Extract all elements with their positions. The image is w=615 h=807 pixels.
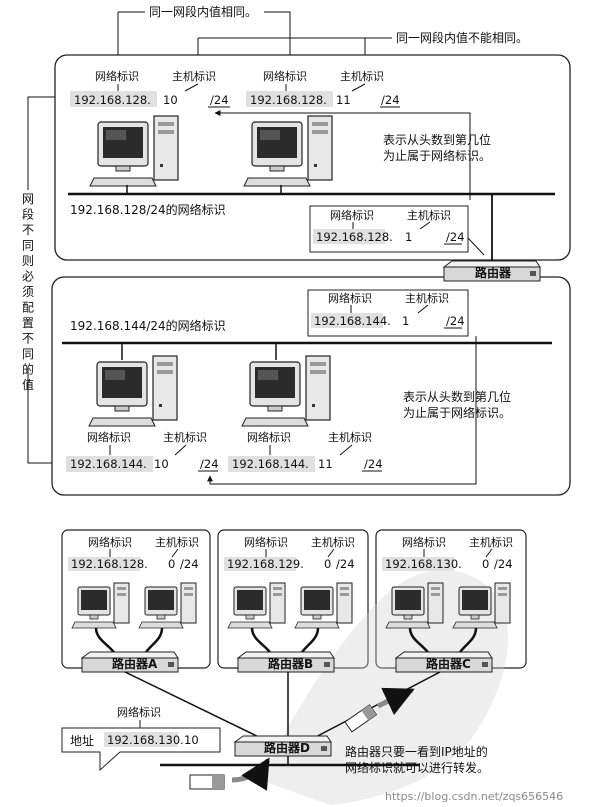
seg2-host-b-ip: 192.168.144.: [232, 457, 309, 471]
router-label: 路由器: [475, 265, 512, 280]
net-label: 网络标识: [95, 69, 139, 83]
packet-host: 10: [184, 733, 199, 747]
seg2-prefix-note-2: 为止属于网络标识。: [403, 405, 511, 420]
router-d-label: 路由器D: [264, 740, 310, 755]
net-c-ip: 192.168.130.: [385, 557, 462, 571]
seg2-host-b-host: 11: [318, 457, 333, 471]
seg2-prefix-note-1: 表示从头数到第几位: [403, 389, 511, 404]
seg1-name: 192.168.128/24的网络标识: [70, 202, 226, 217]
host-label: 主机标识: [172, 69, 216, 83]
net-label: 网络标识: [87, 430, 131, 444]
net-b-prefix: /24: [336, 557, 355, 571]
note-different-value: 同一网段内值不能相同。: [396, 30, 528, 45]
host-label: 主机标识: [405, 291, 449, 305]
watermark-url: https://blog.csdn.net/zqs656546: [385, 790, 563, 803]
seg1-router-if-ip: 192.168.128.: [316, 230, 393, 244]
seg2-host-a-prefix: /24: [200, 457, 219, 471]
seg2-host-a-ip: 192.168.144.: [70, 457, 147, 471]
net-c-prefix: /24: [494, 557, 513, 571]
packet-ip: 192.168.130.: [107, 733, 184, 747]
forward-arrow: [231, 757, 271, 791]
host-label: 主机标识: [407, 208, 451, 222]
net-b-ip: 192.168.129.: [227, 557, 304, 571]
seg1-host-b-ip: 192.168.128.: [250, 93, 327, 107]
seg1-host-a-ip: 192.168.128.: [74, 93, 151, 107]
packet-addr-label: 地址: [70, 734, 94, 748]
seg2-host-b-prefix: /24: [364, 457, 383, 471]
packet-net-label: 网络标识: [117, 705, 161, 719]
net-a-prefix: /24: [180, 557, 199, 571]
net-a-host: 0: [168, 557, 175, 571]
ip-bg: [246, 91, 333, 107]
router-c-label: 路由器C: [426, 656, 471, 671]
seg2-router-if-prefix: /24: [446, 314, 465, 328]
vertical-note-text: 网段不同则必须配置不同的值: [22, 192, 34, 392]
seg1-host-b-prefix: /24: [381, 93, 400, 107]
seg1-host-b-host: 11: [336, 93, 351, 107]
seg2-host-a-host: 10: [154, 457, 169, 471]
net-a-ip: 192.168.128.: [71, 557, 148, 571]
seg2-router-interface-box: [307, 289, 469, 337]
net-c-host: 0: [482, 557, 489, 571]
seg1-router-if-host: 1: [405, 230, 412, 244]
router-a-label: 路由器A: [112, 656, 158, 671]
seg1-host-a-host: 10: [163, 93, 178, 107]
router-b-label: 路由器B: [268, 656, 313, 671]
host-label: 主机标识: [163, 430, 207, 444]
net-label: 网络标识: [402, 535, 446, 549]
note-same-value: 同一网段内值相同。: [149, 4, 257, 19]
seg2-router-if-host: 1: [402, 314, 409, 328]
forward-note-2: 网络标识就可以进行转发。: [345, 760, 489, 775]
net-label: 网络标识: [88, 535, 132, 549]
net-label: 网络标识: [330, 208, 374, 222]
net-label: 网络标识: [247, 430, 291, 444]
outgoing-arrow: [376, 687, 415, 716]
vertical-note: 网段不同则必须配置不同的值: [20, 190, 36, 392]
host-label: 主机标识: [469, 535, 513, 549]
seg1-router-if-prefix: /24: [446, 230, 465, 244]
net-label: 网络标识: [263, 69, 307, 83]
seg1-prefix-note-1: 表示从头数到第几位: [383, 132, 491, 147]
net-label: 网络标识: [244, 535, 288, 549]
host-label: 主机标识: [328, 430, 372, 444]
seg2-router-if-ip: 192.168.144.: [314, 314, 391, 328]
host-label: 主机标识: [340, 69, 384, 83]
ip-bg: [70, 91, 157, 107]
seg1-host-a-prefix: /24: [210, 93, 229, 107]
net-label: 网络标识: [328, 291, 372, 305]
outgoing-packet-icon: [344, 704, 378, 733]
host-label: 主机标识: [155, 535, 199, 549]
seg1-prefix-note-2: 为止属于网络标识。: [383, 148, 491, 163]
net-b-host: 0: [324, 557, 331, 571]
seg2-name: 192.168.144/24的网络标识: [70, 318, 226, 333]
forward-note-1: 路由器只要一看到IP地址的: [345, 744, 488, 759]
host-label: 主机标识: [311, 535, 355, 549]
packet-callout: [61, 727, 221, 772]
